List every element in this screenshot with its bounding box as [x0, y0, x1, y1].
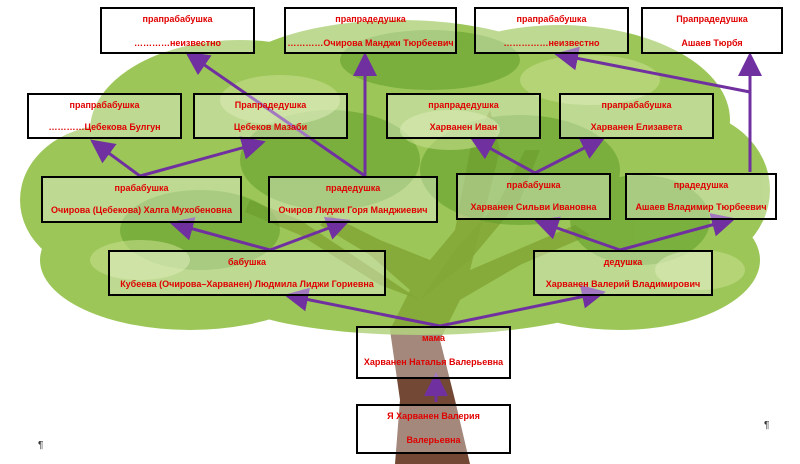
box-great-grandmother-2: прабабушка Харванен Сильви Ивановна: [456, 173, 611, 220]
box-role: дедушка: [603, 257, 643, 267]
box-great-grandfather-2: прадедушка Ашаев Владимир Тюрбеевич: [625, 173, 777, 220]
box-role: Прапрадедушка: [676, 14, 748, 24]
box-person: Ашаев Тюрбя: [681, 38, 743, 48]
box-person: Цебеков Мазаби: [233, 122, 308, 132]
box-great-great-grandmother-2: прапрабабушка ……………неизвестно: [474, 7, 629, 54]
box-role: прапрабабушка: [516, 14, 587, 24]
box-me: Я Харванен Валерия Валерьевна: [356, 404, 511, 454]
box-person: Ашаев Владимир Тюрбеевич: [635, 202, 767, 212]
box-great-great-grandfather-3: Прапрадедушка Цебеков Мазаби: [193, 93, 348, 139]
box-grandfather: дедушка Харванен Валерий Владимирович: [533, 250, 713, 296]
box-role: прапрадедушка: [335, 14, 406, 24]
box-role: прапрабабушка: [69, 100, 140, 110]
box-person: …………Очирова Манджи Тюрбеевич: [287, 38, 454, 48]
box-person: …………Цебекова Булгун: [48, 122, 161, 132]
box-great-great-grandmother-1: прапрабабушка …………неизвестно: [100, 7, 255, 54]
box-role: прабабушка: [114, 183, 169, 193]
box-role: бабушка: [227, 257, 267, 267]
box-person: Валерьевна: [406, 435, 461, 445]
box-person: Харванен Валерий Владимирович: [545, 279, 701, 289]
box-role: прапрадедушка: [428, 100, 499, 110]
box-person: ……………неизвестно: [503, 38, 600, 48]
box-person: Харванен Сильви Ивановна: [470, 202, 597, 212]
box-great-great-grandmother-3: прапрабабушка …………Цебекова Булгун: [27, 93, 182, 139]
paragraph-mark: ¶: [764, 420, 770, 431]
box-person: …………неизвестно: [133, 38, 222, 48]
box-mother: мама Харванен Наталья Валерьевна: [356, 326, 511, 379]
box-person: Харванен Наталья Валерьевна: [363, 357, 504, 367]
box-role: Прапрадедушка: [234, 100, 307, 110]
box-role: прапрабабушка: [601, 100, 672, 110]
box-person: Очиров Лиджи Горя Манджиевич: [278, 205, 428, 215]
box-person: Харванен Иван: [429, 122, 498, 132]
box-role: прабабушка: [506, 180, 561, 190]
box-grandmother: бабушка Кубеева (Очирова–Харванен) Людми…: [108, 250, 386, 296]
box-person: Кубеева (Очирова–Харванен) Людмила Лиджи…: [120, 279, 374, 289]
box-great-great-grandmother-4: прапрабабушка Харванен Елизавета: [559, 93, 714, 139]
box-person: Очирова (Цебекова) Халга Мухобеновна: [51, 205, 232, 215]
box-role: прадедушка: [325, 183, 381, 193]
box-role: Я Харванен Валерия: [387, 411, 480, 421]
box-great-great-grandfather-4: прапрадедушка Харванен Иван: [386, 93, 541, 139]
box-great-grandfather-1: прадедушка Очиров Лиджи Горя Манджиевич: [268, 176, 438, 223]
box-role: прапрабабушка: [142, 14, 213, 24]
box-role: мама: [421, 333, 446, 343]
box-great-great-grandfather-2: Прапрадедушка Ашаев Тюрбя: [641, 7, 783, 54]
box-person: Харванен Елизавета: [590, 122, 683, 132]
box-great-grandmother-1: прабабушка Очирова (Цебекова) Халга Мухо…: [41, 176, 242, 223]
paragraph-mark: ¶: [38, 440, 44, 451]
box-role: прадедушка: [673, 180, 729, 190]
box-great-great-grandfather-1: прапрадедушка …………Очирова Манджи Тюрбеев…: [284, 7, 457, 54]
